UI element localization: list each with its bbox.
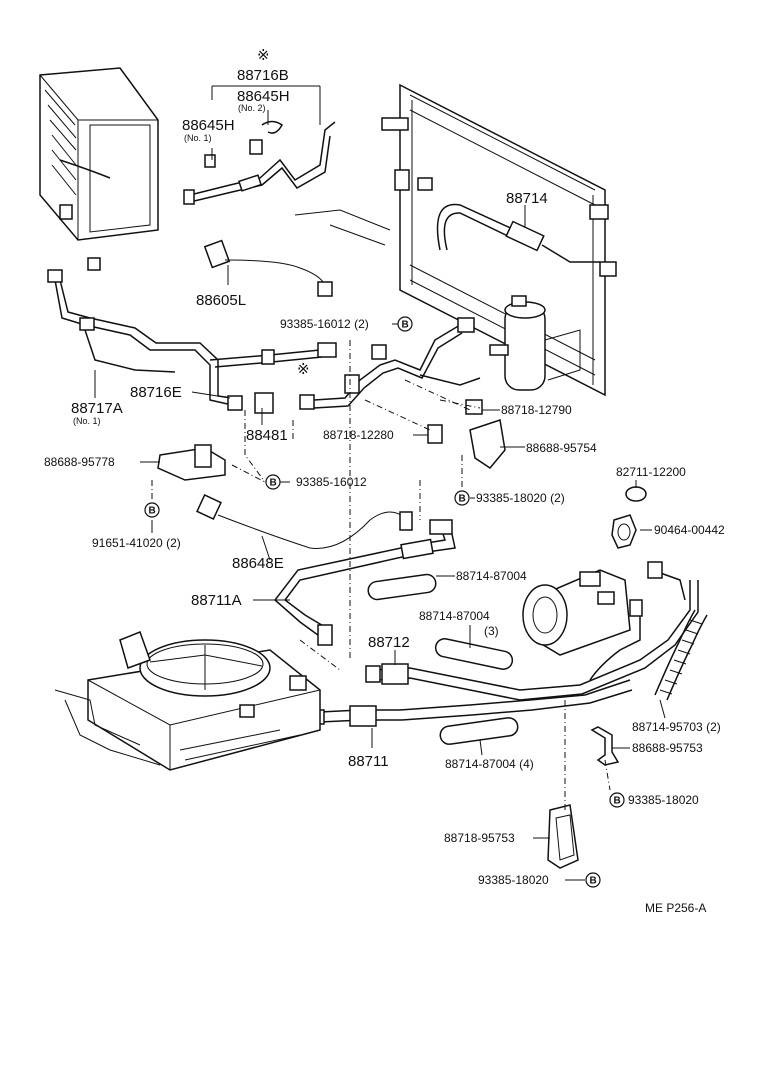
label-93385-16012: 93385-16012 <box>296 475 367 489</box>
label-qty-3: (3) <box>484 624 499 638</box>
label-88714-87004-a: 88714-87004 <box>456 569 527 583</box>
circled-b-icon: B <box>265 474 281 490</box>
label-88718-12790: 88718-12790 <box>501 403 572 417</box>
svg-text:B: B <box>614 796 621 807</box>
evaporator-unit <box>39 67 159 271</box>
label-88718-95753: 88718-95753 <box>444 831 515 845</box>
label-88716b: 88716B <box>237 67 289 84</box>
label-82711-12200: 82711-12200 <box>616 465 686 479</box>
label-88481: 88481 <box>246 427 288 444</box>
receiver-drier <box>489 295 581 391</box>
label-93385-18020-b: 93385-18020 <box>478 873 549 887</box>
figure-code: ME P256-A <box>645 901 706 915</box>
label-88717a: 88717A <box>71 400 123 417</box>
label-88714: 88714 <box>506 190 548 207</box>
circled-b-icon: B <box>144 502 160 518</box>
asterisk-icon: ※ <box>257 47 270 64</box>
valve-block <box>254 317 481 414</box>
label-88712: 88712 <box>368 634 410 651</box>
label-90464-00442: 90464-00442 <box>654 523 725 537</box>
label-88716e: 88716E <box>130 384 182 401</box>
label-88648e: 88648E <box>232 555 284 572</box>
circled-b-icon: B <box>609 792 625 808</box>
label-91651-41020-2: 91651-41020 (2) <box>92 536 181 550</box>
lower-brackets <box>547 726 620 869</box>
circled-b-icon: B <box>454 490 470 506</box>
label-88645h-no1: 88645H <box>182 117 235 134</box>
label-88714-95703-2: 88714-95703 (2) <box>632 720 721 734</box>
sensor-lead-88648e <box>196 494 413 549</box>
label-93385-18020-2: 93385-18020 (2) <box>476 491 565 505</box>
condenser-unit <box>294 83 617 397</box>
label-88688-95753: 88688-95753 <box>632 741 703 755</box>
label-88711a: 88711A <box>191 592 242 609</box>
blower-unit <box>54 631 321 771</box>
pipe-assembly-88716b <box>183 120 336 205</box>
label-88711: 88711 <box>348 753 389 770</box>
hose-sleeves <box>367 573 708 745</box>
svg-text:B: B <box>459 494 466 505</box>
label-88605l: 88605L <box>196 292 246 309</box>
label-93385-16012-2: 93385-16012 (2) <box>280 317 369 331</box>
leader-lines <box>94 85 666 881</box>
label-88714-87004-3: 88714-87004 <box>419 609 490 623</box>
leader-dashes <box>151 340 611 810</box>
label-88688-95778: 88688-95778 <box>44 455 115 469</box>
circled-b-icon: B <box>585 872 601 888</box>
label-88718-12280: 88718-12280 <box>323 428 394 442</box>
circled-b-icon: B <box>397 316 413 332</box>
svg-text:B: B <box>149 506 156 517</box>
svg-text:B: B <box>270 478 277 489</box>
label-88645h-no2: 88645H <box>237 88 290 105</box>
label-88714-87004-4: 88714-87004 (4) <box>445 757 534 771</box>
label-no2: (No. 2) <box>238 103 266 113</box>
compressor <box>522 561 686 681</box>
asterisk-icon: ※ <box>297 361 310 378</box>
label-no1-b: (No. 1) <box>73 416 101 426</box>
suction-line <box>47 269 337 411</box>
svg-text:B: B <box>402 320 409 331</box>
label-93385-18020-a: 93385-18020 <box>628 793 699 807</box>
brackets <box>157 399 506 481</box>
sensor-88605l <box>203 239 333 297</box>
clamps <box>611 486 647 549</box>
label-no1-a: (No. 1) <box>184 133 212 143</box>
svg-text:B: B <box>590 876 597 887</box>
label-88688-95754: 88688-95754 <box>526 441 597 455</box>
discharge-hose-88711a <box>273 519 456 646</box>
